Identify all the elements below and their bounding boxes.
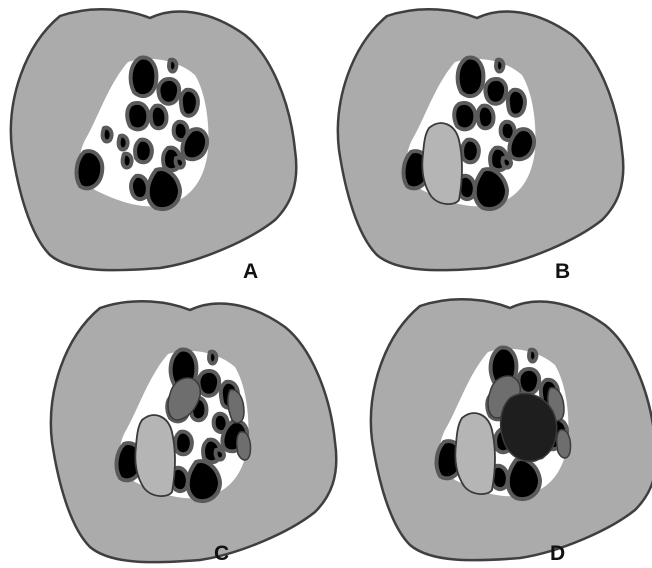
panel-label-b: B [555,260,570,283]
panel-label-c: C [214,542,229,565]
pale-region [135,415,175,496]
panel-c: C [51,301,336,565]
panel-label-a: A [243,260,258,283]
dark-region [501,394,557,461]
pale-region [422,123,462,204]
panel-label-d: D [550,542,565,565]
panel-b: B [338,9,623,283]
panel-a: A [11,9,296,283]
panel-d: D [371,299,652,565]
mid-region-right [237,432,251,460]
pale-region [455,413,495,494]
mid-region-right [557,430,571,458]
